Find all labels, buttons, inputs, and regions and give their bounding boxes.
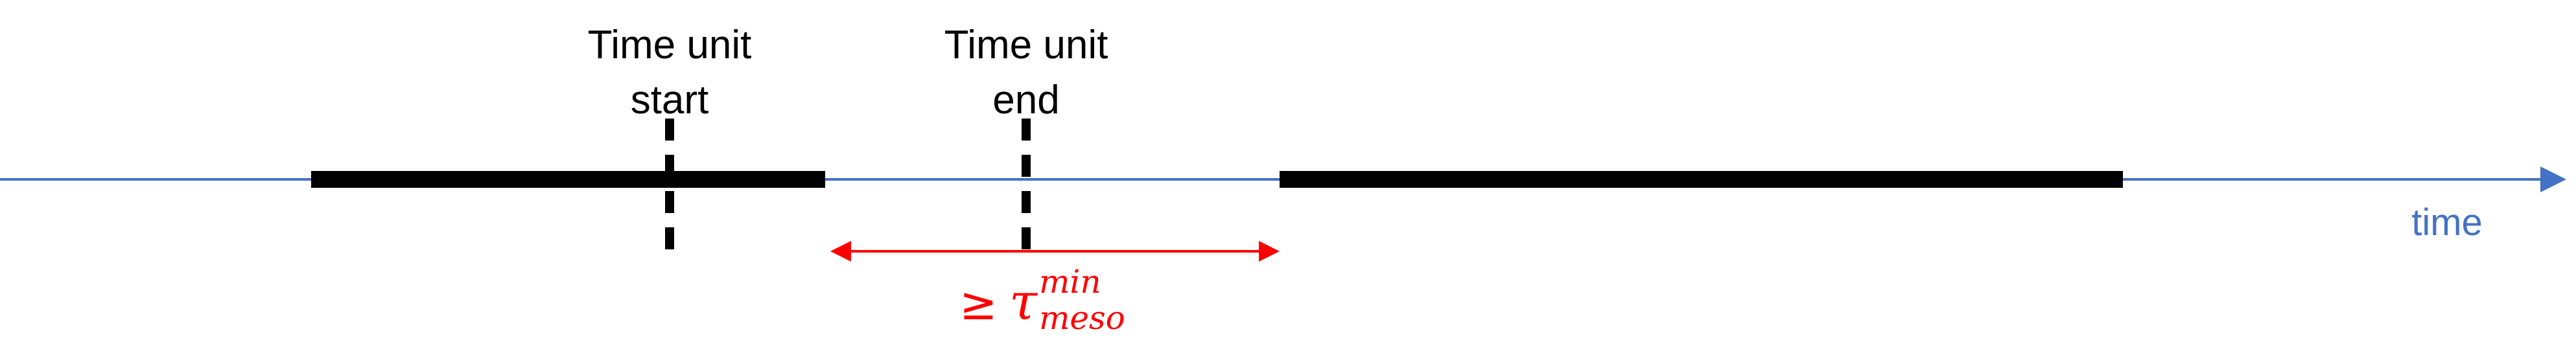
gap-annotation: ≥ τ min meso [959,263,1125,337]
time-axis-label: time [2411,201,2483,244]
tau-subscript: meso [1039,299,1125,337]
tau-superscript: min [1039,263,1101,300]
time-unit-start-label-line2: start [631,78,709,122]
time-unit-start-label-line1: Time unit [588,23,752,67]
time-unit-end-label-line2: end [992,78,1059,122]
tau-symbol: τ [1009,273,1038,332]
gap-relation-symbol: ≥ [959,277,998,330]
time-unit-end-label-line1: Time unit [944,23,1108,67]
